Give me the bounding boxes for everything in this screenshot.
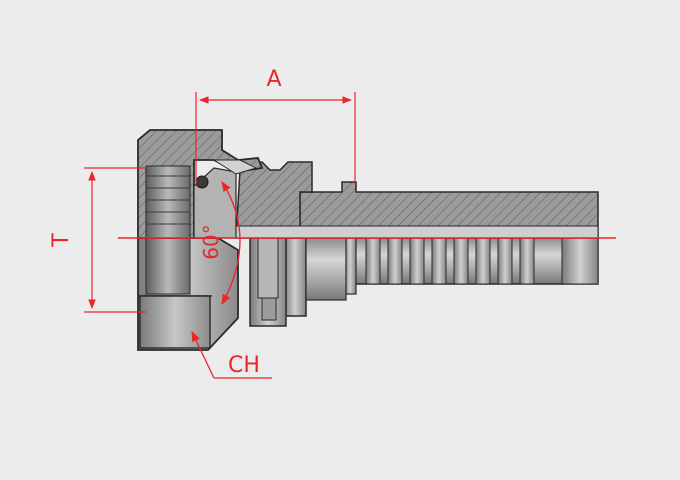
dimension-a: A bbox=[195, 67, 356, 186]
dimension-a-label: A bbox=[266, 67, 281, 92]
dimension-ch-label: CH bbox=[228, 353, 260, 378]
dimension-ch: CH bbox=[191, 331, 272, 379]
fitting-exterior-lower bbox=[137, 237, 599, 351]
barb-ridges bbox=[343, 237, 599, 295]
o-ring bbox=[195, 175, 209, 189]
dimension-angle-label: 60° bbox=[199, 224, 223, 259]
fitting-section-upper bbox=[137, 129, 599, 239]
dimension-t: T bbox=[49, 167, 146, 313]
dimension-angle: 60° bbox=[199, 181, 241, 305]
dimension-t-label: T bbox=[49, 233, 74, 248]
